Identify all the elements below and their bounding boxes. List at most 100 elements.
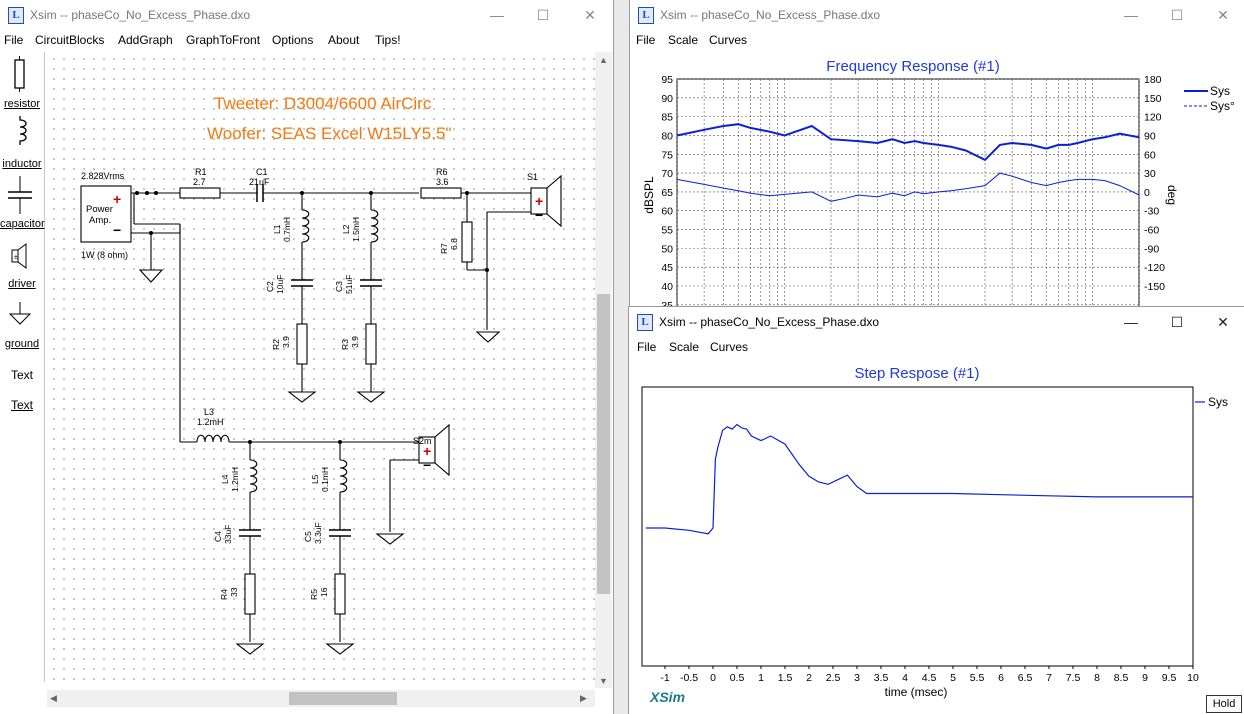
palette-inductor[interactable]: inductor xyxy=(2,158,42,170)
dbspl-tick-label: 90 xyxy=(661,93,673,105)
y-axis-label: dBSPL xyxy=(642,176,656,214)
deg-tick-label: -60 xyxy=(1144,225,1159,237)
component-palette: ± resistor inductor capacitor driver gro… xyxy=(0,52,45,682)
maximize-button[interactable]: ☐ xyxy=(1170,314,1184,330)
scroll-up-icon[interactable]: ▲ xyxy=(599,55,608,65)
scroll-left-icon[interactable]: ◀ xyxy=(50,693,57,703)
r4-name: R4 xyxy=(219,589,229,600)
dbspl-tick-label: 75 xyxy=(661,149,673,161)
minimize-button[interactable]: — xyxy=(1124,7,1138,23)
minimize-button[interactable]: — xyxy=(1124,314,1138,330)
l1-value: 0.7mH xyxy=(282,217,292,242)
x-tick-label: 6.5 xyxy=(1018,672,1033,684)
scroll-down-icon[interactable]: ▼ xyxy=(599,676,608,686)
dbspl-tick-label: 45 xyxy=(661,262,673,274)
palette-driver[interactable]: driver xyxy=(8,278,36,290)
x-tick-label: 4.5 xyxy=(922,672,937,684)
inductor-icon xyxy=(19,116,27,145)
vertical-scroll-thumb[interactable] xyxy=(597,294,610,594)
step-chart-title: Step Respose (#1) xyxy=(854,365,980,382)
x-tick-label: 3 xyxy=(854,672,860,684)
dbspl-tick-label: 85 xyxy=(661,112,673,124)
s2m-name: S2m xyxy=(413,436,432,446)
menu-scale[interactable]: Scale xyxy=(668,33,699,47)
c4-name: C4 xyxy=(213,531,223,542)
close-button[interactable]: ✕ xyxy=(1217,314,1229,330)
ground-icon xyxy=(8,302,32,325)
circuit-window[interactable]: L Xsim -- phaseCo_No_Excess_Phase.dxo — … xyxy=(0,0,613,714)
r1-name: R1 xyxy=(195,167,207,177)
amp-label-1: Power xyxy=(86,204,113,215)
x-tick-label: 6 xyxy=(998,672,1004,684)
x-tick-label: 1 xyxy=(758,672,764,684)
c1-value: 21uF xyxy=(249,177,270,187)
palette-ground[interactable]: ground xyxy=(4,338,40,350)
resistor-icon xyxy=(14,59,25,89)
palette-icons: ± xyxy=(8,56,32,325)
l5-value: 0.1mH xyxy=(320,467,330,492)
svg-text:−: − xyxy=(423,457,431,473)
x-tick-label: 8.5 xyxy=(1114,672,1129,684)
x-tick-label: 7 xyxy=(1046,672,1052,684)
menu-options[interactable]: Options xyxy=(272,33,314,47)
svg-text:+: + xyxy=(423,443,431,459)
minimize-button[interactable]: — xyxy=(490,7,504,23)
frequency-window[interactable]: L Xsim -- phaseCo_No_Excess_Phase.dxo — … xyxy=(630,0,1244,310)
horizontal-scrollbar[interactable]: ◀ ▶ xyxy=(47,690,595,707)
dbspl-tick-label: 95 xyxy=(661,74,673,86)
xsim-logo: XSim xyxy=(650,689,686,705)
x-tick-label: 2.5 xyxy=(826,672,841,684)
menu-file[interactable]: File xyxy=(4,33,24,47)
horizontal-scroll-thumb[interactable] xyxy=(289,692,397,705)
menu-curves[interactable]: Curves xyxy=(710,340,749,354)
hold-button[interactable]: Hold xyxy=(1206,695,1242,713)
maximize-button[interactable]: ☐ xyxy=(536,7,550,23)
schematic-canvas[interactable]: + + + −−− Tweeter: D3004/6600 AirCirc Wo… xyxy=(47,52,595,682)
menu-graphtofront[interactable]: GraphToFront xyxy=(186,33,261,47)
amp-label-2: Amp. xyxy=(89,215,111,226)
x-tick-label: 2 xyxy=(806,672,812,684)
l1-name: L1 xyxy=(272,224,282,234)
r4-value: 33 xyxy=(229,587,239,597)
menu-file[interactable]: File xyxy=(637,340,657,354)
r7-name: R7 xyxy=(439,243,449,254)
xsim-app-icon: L xyxy=(638,7,654,24)
menu-about[interactable]: About xyxy=(328,33,360,47)
spl-line xyxy=(676,123,1140,162)
menu-circuitblocks[interactable]: CircuitBlocks xyxy=(35,33,105,47)
svg-text:−: − xyxy=(535,207,543,223)
palette-resistor[interactable]: resistor xyxy=(3,98,41,110)
step-window[interactable]: L Xsim -- phaseCo_No_Excess_Phase.dxo — … xyxy=(629,307,1244,714)
x-tick-label: 5.5 xyxy=(970,672,985,684)
menu-tips[interactable]: Tips! xyxy=(375,33,401,47)
close-button[interactable]: ✕ xyxy=(1217,7,1229,23)
menu-addgraph[interactable]: AddGraph xyxy=(118,33,173,47)
deg-tick-label: -150 xyxy=(1144,281,1165,293)
close-button[interactable]: ✕ xyxy=(584,7,596,23)
palette-text-link[interactable]: Text xyxy=(10,398,33,412)
x-tick-label: 9 xyxy=(1142,672,1148,684)
dbspl-tick-label: 50 xyxy=(661,243,673,255)
circuit-titlebar[interactable]: L Xsim -- phaseCo_No_Excess_Phase.dxo — … xyxy=(0,0,613,31)
plot-frame xyxy=(641,386,1194,667)
vertical-scrollbar[interactable]: ▲ ▼ xyxy=(595,52,612,688)
scroll-right-icon[interactable]: ▶ xyxy=(580,693,587,703)
freq-titlebar[interactable]: L Xsim -- phaseCo_No_Excess_Phase.dxo — … xyxy=(630,0,1244,31)
svg-text:+: + xyxy=(535,193,543,209)
menu-file[interactable]: File xyxy=(636,33,656,47)
palette-capacitor[interactable]: capacitor xyxy=(0,218,45,230)
palette-text-tool[interactable]: Text xyxy=(10,368,33,382)
step-titlebar[interactable]: L Xsim -- phaseCo_No_Excess_Phase.dxo — … xyxy=(629,307,1244,338)
x-tick-label: 4 xyxy=(902,672,908,684)
amp-voltage: 2.828Vrms xyxy=(81,171,125,181)
r3-name: R3 xyxy=(340,339,350,350)
l4-name: L4 xyxy=(220,474,230,484)
menu-scale[interactable]: Scale xyxy=(669,340,700,354)
x-tick-label: -0.5 xyxy=(680,672,698,684)
window-title: Xsim -- phaseCo_No_Excess_Phase.dxo xyxy=(30,8,251,22)
l3-name: L3 xyxy=(204,407,214,417)
svg-text:−: − xyxy=(113,222,121,238)
x-tick-label: -1 xyxy=(660,672,669,684)
menu-curves[interactable]: Curves xyxy=(709,33,748,47)
maximize-button[interactable]: ☐ xyxy=(1170,7,1184,23)
